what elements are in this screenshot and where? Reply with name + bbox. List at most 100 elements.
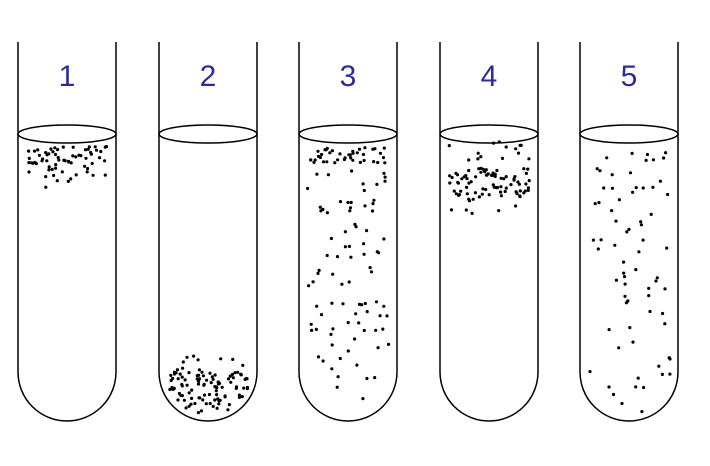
cell-dot — [503, 189, 507, 194]
cell-dot — [74, 155, 78, 159]
cell-dot — [647, 294, 651, 298]
cell-dot — [354, 225, 358, 229]
cell-dot — [37, 153, 42, 157]
cell-dot — [607, 328, 611, 332]
cell-dot — [362, 158, 366, 163]
cell-dot — [338, 356, 342, 361]
cell-dot — [381, 156, 386, 160]
tube-4: 4 — [439, 42, 539, 422]
cell-distribution — [588, 151, 672, 414]
cell-dot — [648, 309, 652, 314]
cell-distribution — [306, 146, 391, 401]
cell-dot — [493, 174, 497, 179]
cell-dot — [169, 373, 173, 377]
cell-dot — [328, 151, 332, 155]
cell-dot — [198, 396, 202, 400]
cell-dot — [204, 402, 208, 406]
cell-dot — [47, 168, 51, 172]
cell-dot — [383, 179, 387, 183]
cell-dot — [347, 244, 351, 248]
cell-dot — [215, 406, 219, 410]
cell-dot — [634, 385, 638, 389]
cell-dot — [346, 200, 350, 205]
cell-dot — [169, 378, 173, 383]
cell-dot — [374, 328, 378, 332]
cell-dot — [36, 148, 40, 152]
cell-dot — [370, 209, 375, 213]
cell-dot — [647, 286, 651, 290]
tube-outline — [579, 42, 679, 422]
cell-dot — [343, 156, 347, 160]
cell-dot — [483, 170, 487, 174]
cell-dot — [518, 195, 522, 199]
cell-dot — [526, 188, 530, 192]
cell-dot — [211, 377, 215, 381]
cell-dot — [86, 147, 90, 151]
cell-dot — [331, 272, 335, 276]
cell-dot — [641, 186, 645, 190]
cell-dot — [622, 260, 626, 264]
cell-dot — [665, 246, 669, 250]
cell-dot — [467, 181, 471, 185]
cell-dot — [338, 152, 342, 156]
cell-dot — [598, 169, 602, 173]
cell-dot — [479, 155, 483, 159]
cell-dot — [383, 175, 387, 179]
cell-dot — [362, 188, 366, 193]
cell-dot — [217, 399, 221, 403]
cell-dot — [184, 406, 188, 410]
cell-dot — [378, 314, 382, 318]
cell-dot — [245, 377, 249, 381]
cell-dot — [517, 182, 522, 186]
tube-5: 5 — [579, 42, 679, 422]
cell-dot — [605, 156, 609, 160]
cell-dot — [596, 247, 600, 251]
cell-dot — [205, 378, 209, 382]
cell-dot — [349, 156, 353, 160]
cell-dot — [363, 146, 367, 150]
cell-dot — [325, 253, 329, 258]
cell-dot — [363, 204, 367, 208]
cell-dot — [654, 279, 658, 283]
cell-dot — [341, 302, 345, 306]
cell-dot — [74, 173, 78, 177]
cell-dot — [382, 304, 386, 308]
cell-dot — [374, 300, 379, 304]
cell-dot — [104, 145, 109, 149]
cell-dot — [381, 327, 385, 331]
cell-dot — [85, 170, 89, 174]
cell-dot — [526, 186, 531, 190]
cell-dot — [323, 148, 327, 152]
cell-dot — [628, 326, 632, 330]
cell-dot — [40, 159, 44, 163]
cell-dot — [610, 186, 615, 190]
cell-dot — [527, 157, 531, 161]
cell-dot — [495, 186, 499, 190]
cell-dot — [610, 173, 614, 177]
tube-label: 5 — [621, 60, 638, 93]
cell-dot — [500, 156, 505, 160]
cell-dot — [27, 161, 31, 165]
cell-dot — [196, 358, 200, 362]
cell-dot — [52, 173, 56, 178]
tube-outline — [298, 42, 398, 422]
cell-dot — [33, 160, 37, 164]
cell-dot — [524, 182, 528, 186]
cell-dot — [181, 360, 185, 364]
cell-dot — [210, 375, 214, 379]
cell-dot — [513, 175, 517, 179]
cell-dot — [360, 303, 364, 307]
cell-dot — [477, 195, 481, 199]
cell-dot — [329, 236, 333, 241]
cell-dot — [657, 364, 661, 368]
liquid-surface — [17, 124, 117, 144]
cell-dot — [93, 145, 97, 149]
cell-dot — [373, 376, 377, 380]
cell-dot — [375, 250, 379, 254]
cell-dot — [456, 181, 460, 185]
cell-dot — [639, 223, 644, 227]
cell-dot — [316, 149, 320, 153]
cell-dot — [357, 321, 361, 325]
cell-dot — [234, 386, 238, 390]
cell-dot — [55, 179, 59, 183]
